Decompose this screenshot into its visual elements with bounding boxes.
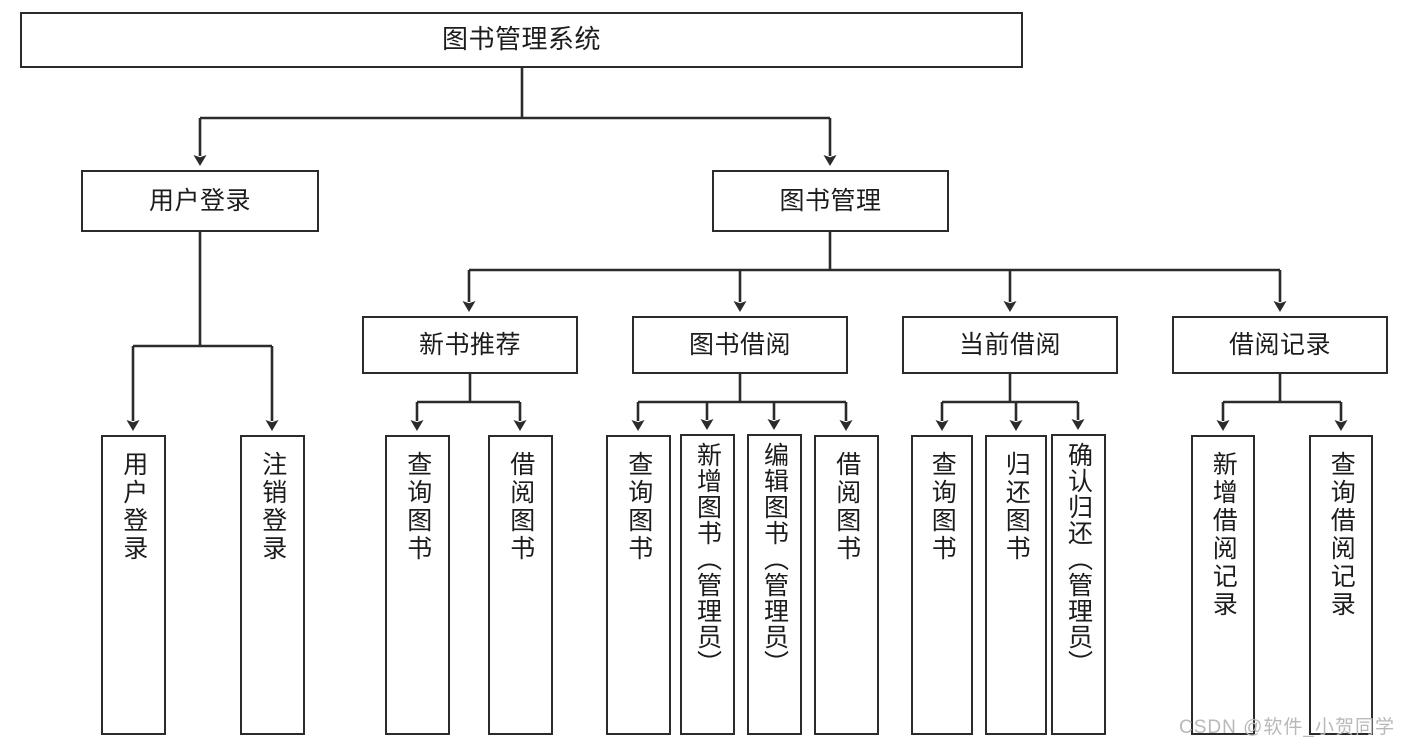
node-label: 借阅图书 xyxy=(832,451,861,563)
node-label: 用户登录 xyxy=(119,451,148,563)
node-label: 借阅图书 xyxy=(506,451,535,563)
node-user-login[interactable]: 用户登录 xyxy=(81,170,319,232)
node-borrow-record[interactable]: 借阅记录 xyxy=(1172,316,1388,374)
leaf-return-book[interactable]: 归还图书 xyxy=(985,435,1047,735)
leaf-edit-book-admin[interactable]: 编辑图书（管理员） xyxy=(747,434,802,735)
node-label: 图书管理系统 xyxy=(441,24,601,55)
node-label: 注销登录 xyxy=(258,451,287,563)
node-label: 图书借阅 xyxy=(688,331,791,359)
leaf-query-borrow-record[interactable]: 查询借阅记录 xyxy=(1309,435,1373,735)
node-label: 新书推荐 xyxy=(418,331,521,359)
leaf-query-book-borrow[interactable]: 查询图书 xyxy=(606,435,671,735)
node-label: 归还图书 xyxy=(1002,451,1031,563)
node-label: 编辑图书（管理员） xyxy=(760,442,789,676)
node-label: 图书管理 xyxy=(779,187,882,215)
leaf-add-borrow-record[interactable]: 新增借阅记录 xyxy=(1191,435,1255,735)
leaf-query-book-recommend[interactable]: 查询图书 xyxy=(385,435,450,735)
leaf-add-book-admin[interactable]: 新增图书（管理员） xyxy=(680,434,735,735)
node-label: 新增借阅记录 xyxy=(1209,451,1238,619)
node-label: 查询图书 xyxy=(624,451,653,563)
node-new-book-recommend[interactable]: 新书推荐 xyxy=(362,316,578,374)
leaf-borrow-book[interactable]: 借阅图书 xyxy=(814,435,879,735)
leaf-confirm-return-admin[interactable]: 确认归还（管理员） xyxy=(1051,434,1106,735)
node-current-borrow[interactable]: 当前借阅 xyxy=(902,316,1118,374)
node-book-borrow[interactable]: 图书借阅 xyxy=(632,316,848,374)
leaf-user-login[interactable]: 用户登录 xyxy=(101,435,166,735)
node-label: 确认归还（管理员） xyxy=(1064,442,1093,676)
node-label: 查询借阅记录 xyxy=(1327,451,1356,619)
node-label: 当前借阅 xyxy=(958,331,1061,359)
node-label: 借阅记录 xyxy=(1228,331,1331,359)
leaf-borrow-book-recommend[interactable]: 借阅图书 xyxy=(488,435,553,735)
node-label: 查询图书 xyxy=(928,451,957,563)
node-book-manage[interactable]: 图书管理 xyxy=(712,170,949,232)
leaf-query-book-current[interactable]: 查询图书 xyxy=(911,435,973,735)
node-label: 用户登录 xyxy=(148,187,251,215)
node-label: 查询图书 xyxy=(403,451,432,563)
leaf-logout[interactable]: 注销登录 xyxy=(240,435,305,735)
csdn-watermark: CSDN @软件_小贺同学 xyxy=(1179,717,1395,738)
node-root-system[interactable]: 图书管理系统 xyxy=(20,12,1023,68)
node-label: 新增图书（管理员） xyxy=(693,442,722,676)
